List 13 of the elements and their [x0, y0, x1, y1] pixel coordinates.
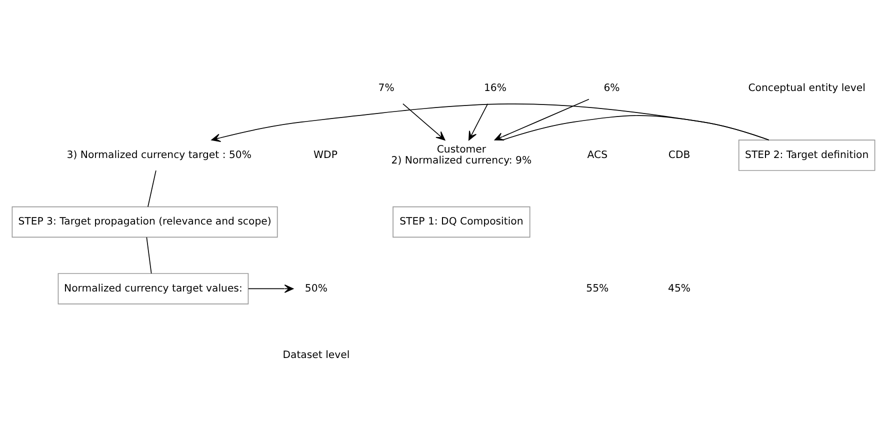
- label: WDP: [314, 149, 338, 160]
- node-text: 50%: [304, 282, 328, 294]
- node-text: 16%: [484, 82, 506, 94]
- label: ACS: [587, 149, 608, 160]
- label: CDB: [668, 149, 690, 160]
- label: Conceptual entity level: [748, 82, 866, 94]
- node-text: 7%: [378, 82, 394, 94]
- label: Dataset level: [282, 350, 350, 361]
- label: 45%: [668, 282, 691, 294]
- node-text: Customer 2) Normalized currency: 9%: [391, 144, 532, 166]
- node-text: 3) Normalized currency target : 50%: [66, 149, 252, 160]
- node-text: 6%: [604, 82, 620, 94]
- label: 55%: [586, 282, 609, 294]
